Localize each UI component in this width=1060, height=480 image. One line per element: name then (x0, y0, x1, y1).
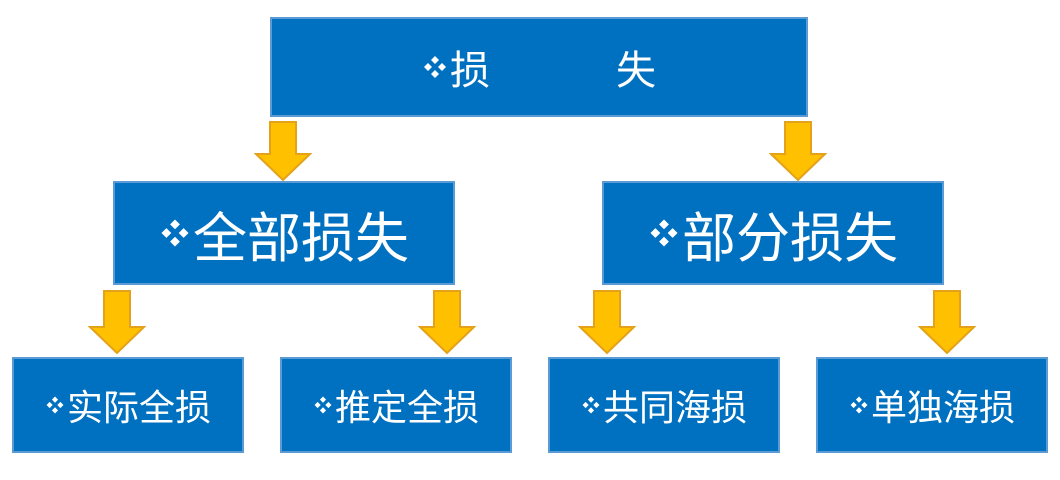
arrow-root-to-partial (769, 121, 827, 182)
node-particular-average-label: 单独海损 (870, 388, 1015, 429)
arrow-partial-to-particular (918, 290, 976, 355)
node-loss-char-2: 失 (616, 48, 656, 94)
node-loss: 损 失 (270, 17, 808, 117)
node-constructive-total-loss-label: 推定全损 (334, 388, 479, 429)
node-particular-average: 单独海损 (816, 357, 1048, 453)
node-actual-total-loss: 实际全损 (12, 357, 244, 453)
diamond-bullet-icon (159, 217, 191, 249)
node-partial-loss: 部分损失 (602, 181, 944, 285)
node-actual-total-loss-label: 实际全损 (66, 388, 211, 429)
diamond-bullet-icon (313, 395, 333, 415)
arrow-total-to-constructive (418, 290, 476, 355)
diamond-bullet-icon (849, 395, 869, 415)
node-partial-loss-label: 部分损失 (682, 206, 898, 270)
node-total-loss: 全部损失 (113, 181, 455, 285)
arrow-root-to-total (254, 121, 312, 182)
node-constructive-total-loss: 推定全损 (280, 357, 512, 453)
arrow-total-to-actual (88, 290, 146, 355)
diamond-bullet-icon (581, 395, 601, 415)
node-total-loss-label: 全部损失 (193, 206, 409, 270)
diamond-bullet-icon (648, 217, 680, 249)
node-general-average: 共同海损 (548, 357, 780, 453)
diamond-bullet-icon (45, 395, 65, 415)
arrow-partial-to-general (578, 290, 636, 355)
node-loss-char-1: 损 (450, 48, 490, 94)
diamond-bullet-icon (422, 54, 448, 80)
node-general-average-label: 共同海损 (602, 388, 747, 429)
